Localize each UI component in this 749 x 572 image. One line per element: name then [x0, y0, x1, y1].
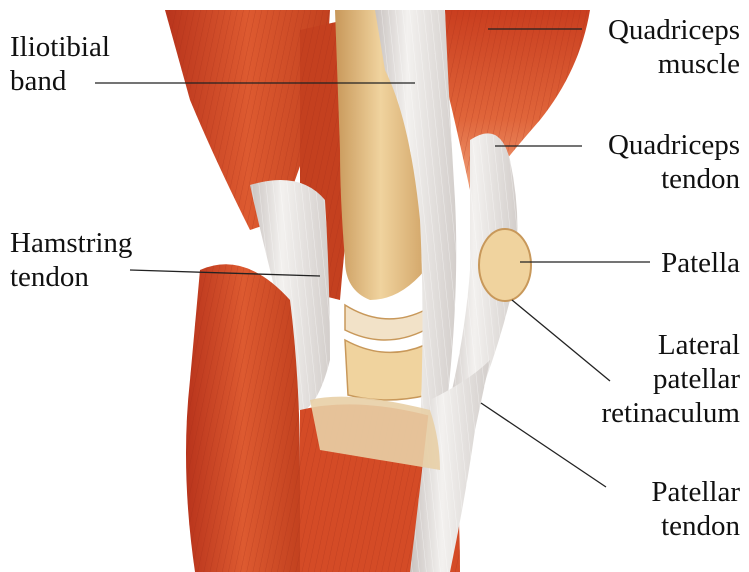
- label-patella: Patella: [661, 246, 740, 280]
- label-quadriceps-muscle-line1: Quadriceps: [608, 13, 740, 47]
- leader-lateral-patellar-retinaculum: [512, 300, 610, 381]
- label-quadriceps-muscle: Quadriceps muscle: [608, 13, 740, 81]
- label-lateral-patellar-retinaculum-line1: Lateral: [601, 328, 740, 362]
- label-patellar-tendon-line2: tendon: [651, 509, 740, 543]
- label-hamstring-tendon-line1: Hamstring: [10, 226, 132, 260]
- label-quadriceps-tendon-line1: Quadriceps: [608, 128, 740, 162]
- label-patella-line1: Patella: [661, 246, 740, 280]
- label-iliotibial-band: Iliotibial band: [10, 30, 110, 98]
- label-quadriceps-tendon-line2: tendon: [608, 162, 740, 196]
- label-quadriceps-muscle-line2: muscle: [608, 47, 740, 81]
- patella-shape: [479, 229, 531, 301]
- label-iliotibial-band-line1: Iliotibial: [10, 30, 110, 64]
- label-iliotibial-band-line2: band: [10, 64, 110, 98]
- label-lateral-patellar-retinaculum-line2: patellar: [601, 362, 740, 396]
- label-patellar-tendon-line1: Patellar: [651, 475, 740, 509]
- label-hamstring-tendon-line2: tendon: [10, 260, 132, 294]
- label-patellar-tendon: Patellar tendon: [651, 475, 740, 543]
- label-lateral-patellar-retinaculum-line3: retinaculum: [601, 396, 740, 430]
- articular-cartilage: [345, 305, 425, 340]
- label-quadriceps-tendon: Quadriceps tendon: [608, 128, 740, 196]
- label-hamstring-tendon: Hamstring tendon: [10, 226, 132, 294]
- leader-patellar-tendon: [481, 403, 606, 487]
- label-lateral-patellar-retinaculum: Lateral patellar retinaculum: [601, 328, 740, 430]
